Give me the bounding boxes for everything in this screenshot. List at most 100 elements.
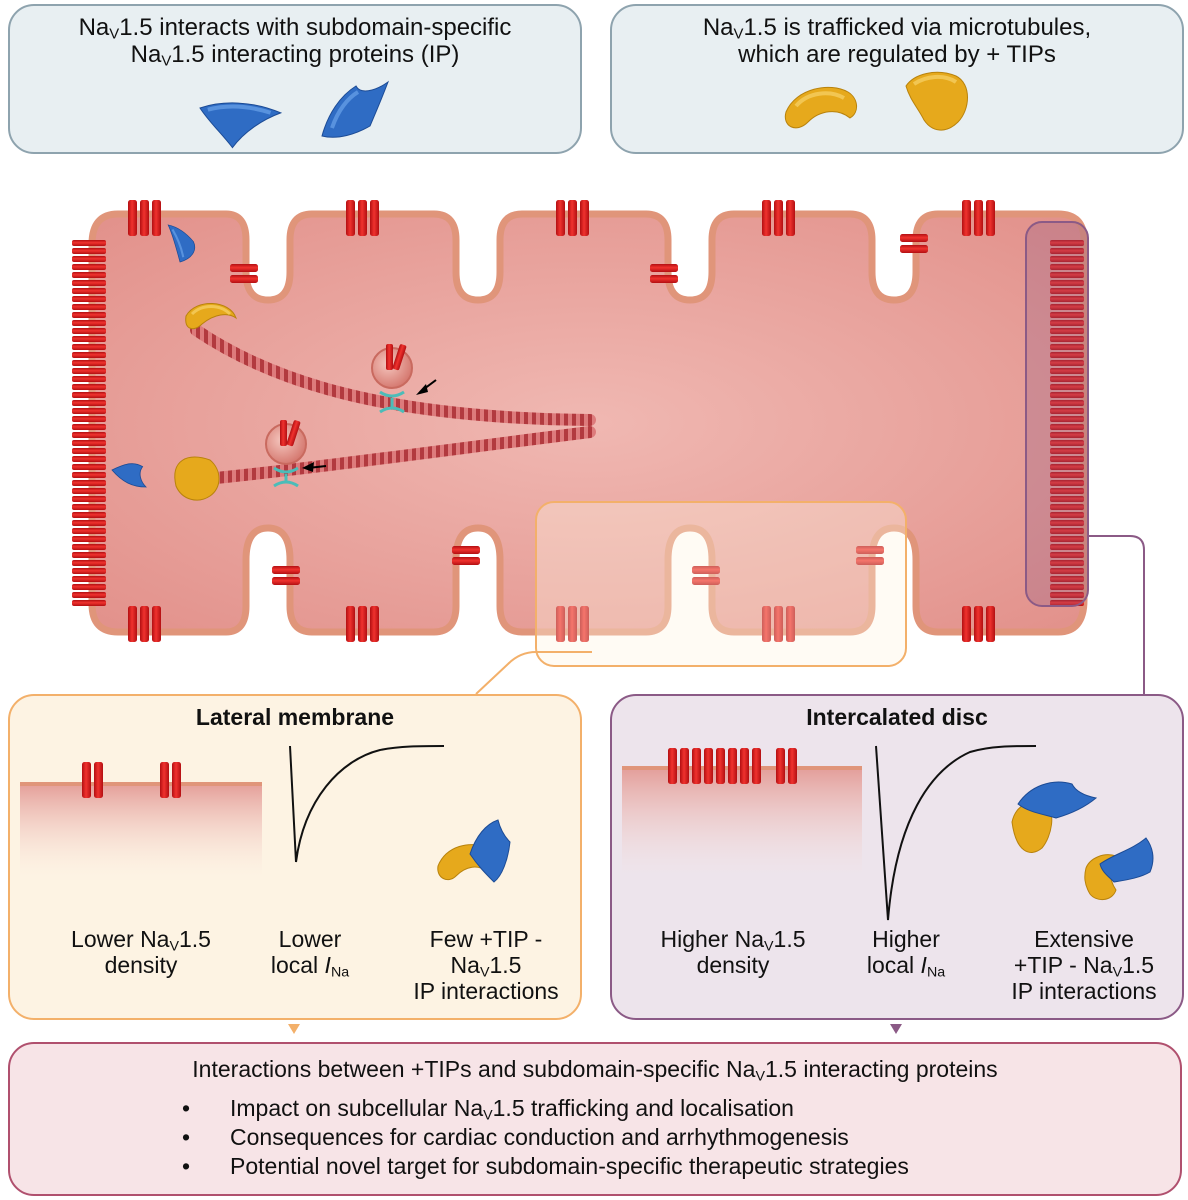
border-channel bbox=[72, 432, 106, 438]
border-channel bbox=[72, 416, 106, 422]
border-channel bbox=[1050, 536, 1084, 542]
border-channel bbox=[1050, 480, 1084, 486]
border-channel bbox=[1050, 576, 1084, 582]
summary-bullet-3: •Potential novel target for subdomain-sp… bbox=[182, 1153, 909, 1179]
border-channel bbox=[72, 496, 106, 502]
border-channel bbox=[72, 592, 106, 598]
border-channel bbox=[72, 560, 106, 566]
border-channel bbox=[1050, 472, 1084, 478]
border-channel bbox=[1050, 352, 1084, 358]
lateral-interaction-label: Few +TIP - NaV1.5 IP interactions bbox=[413, 926, 559, 1005]
border-channel bbox=[1050, 272, 1084, 278]
border-channel bbox=[1050, 448, 1084, 454]
left-border-channels bbox=[72, 240, 106, 606]
disc-connector bbox=[1088, 535, 1145, 694]
border-channel bbox=[1050, 600, 1084, 606]
border-channel bbox=[72, 424, 106, 430]
border-channel bbox=[1050, 368, 1084, 374]
border-channel bbox=[1050, 400, 1084, 406]
border-channel bbox=[1050, 312, 1084, 318]
border-channel bbox=[72, 344, 106, 350]
border-channel bbox=[1050, 560, 1084, 566]
border-channel bbox=[1050, 584, 1084, 590]
border-channel bbox=[1050, 528, 1084, 534]
lateral-current-label: Lower local INa bbox=[270, 926, 350, 981]
border-channel bbox=[1050, 568, 1084, 574]
border-channel bbox=[72, 544, 106, 550]
border-channel bbox=[1050, 264, 1084, 270]
border-channel bbox=[1050, 336, 1084, 342]
border-channel bbox=[1050, 408, 1084, 414]
border-channel bbox=[1050, 592, 1084, 598]
border-channel bbox=[72, 464, 106, 470]
border-channel bbox=[1050, 288, 1084, 294]
summary-bullet-1: •Impact on subcellular NaV1.5 traffickin… bbox=[182, 1095, 794, 1124]
border-channel bbox=[1050, 496, 1084, 502]
summary-bullets: •Impact on subcellular NaV1.5 traffickin… bbox=[182, 1094, 1162, 1181]
border-channel bbox=[1050, 344, 1084, 350]
border-channel bbox=[72, 472, 106, 478]
disc-tip-ip-complex-1 bbox=[1011, 781, 1098, 853]
vesicle-upper bbox=[371, 344, 437, 414]
border-channel bbox=[72, 272, 106, 278]
border-channel bbox=[1050, 256, 1084, 262]
border-channel bbox=[72, 352, 106, 358]
border-channel bbox=[72, 360, 106, 366]
lateral-connector bbox=[475, 651, 592, 695]
border-channel bbox=[1050, 376, 1084, 382]
border-channel bbox=[72, 600, 106, 606]
lateral-density-label: Lower NaV1.5 density bbox=[71, 926, 211, 979]
border-channel bbox=[72, 248, 106, 254]
border-channel bbox=[72, 584, 106, 590]
border-channel bbox=[1050, 512, 1084, 518]
intercalated-disc-highlight bbox=[1025, 221, 1089, 607]
border-channel bbox=[1050, 320, 1084, 326]
border-channel bbox=[72, 456, 106, 462]
summary-header: Interactions between +TIPs and subdomain… bbox=[192, 1056, 998, 1085]
disc-down-arrow bbox=[890, 1024, 902, 1034]
border-channel bbox=[72, 320, 106, 326]
border-channel bbox=[1050, 248, 1084, 254]
border-channel bbox=[1050, 240, 1084, 246]
border-channel bbox=[72, 536, 106, 542]
border-channel bbox=[1050, 392, 1084, 398]
border-channel bbox=[72, 240, 106, 246]
border-channel bbox=[1050, 416, 1084, 422]
vesicle-lower bbox=[265, 420, 327, 488]
ip-protein-icon-1 bbox=[199, 102, 283, 149]
ip-info-box bbox=[8, 4, 582, 154]
border-channel bbox=[72, 264, 106, 270]
border-channel bbox=[72, 296, 106, 302]
border-channel bbox=[1050, 464, 1084, 470]
tip-protein-icon-1 bbox=[784, 86, 857, 129]
border-channel bbox=[1050, 384, 1084, 390]
border-channel bbox=[1050, 328, 1084, 334]
summary-bullet-2: •Consequences for cardiac conduction and… bbox=[182, 1124, 849, 1150]
border-channel bbox=[72, 336, 106, 342]
border-channel bbox=[72, 568, 106, 574]
ip-info-text: NaV1.5 interacts with subdomain-specific… bbox=[78, 14, 512, 71]
border-channel bbox=[1050, 552, 1084, 558]
border-channel bbox=[72, 384, 106, 390]
border-channel bbox=[72, 376, 106, 382]
border-channel bbox=[1050, 296, 1084, 302]
border-channel bbox=[72, 392, 106, 398]
border-channel bbox=[1050, 488, 1084, 494]
border-channel bbox=[1050, 544, 1084, 550]
border-channel bbox=[72, 576, 106, 582]
border-channel bbox=[72, 280, 106, 286]
border-channel bbox=[1050, 504, 1084, 510]
border-channel bbox=[1050, 304, 1084, 310]
lateral-current-trace bbox=[289, 745, 445, 863]
ip-protein-cell-lower bbox=[111, 463, 148, 488]
disc-current-label: Higher local INa bbox=[866, 926, 946, 981]
border-channel bbox=[1050, 432, 1084, 438]
border-channel bbox=[72, 288, 106, 294]
border-channel bbox=[72, 440, 106, 446]
lateral-membrane-highlight bbox=[535, 501, 907, 667]
border-channel bbox=[1050, 456, 1084, 462]
border-channel bbox=[1050, 280, 1084, 286]
border-channel bbox=[72, 400, 106, 406]
border-channel bbox=[72, 512, 106, 518]
